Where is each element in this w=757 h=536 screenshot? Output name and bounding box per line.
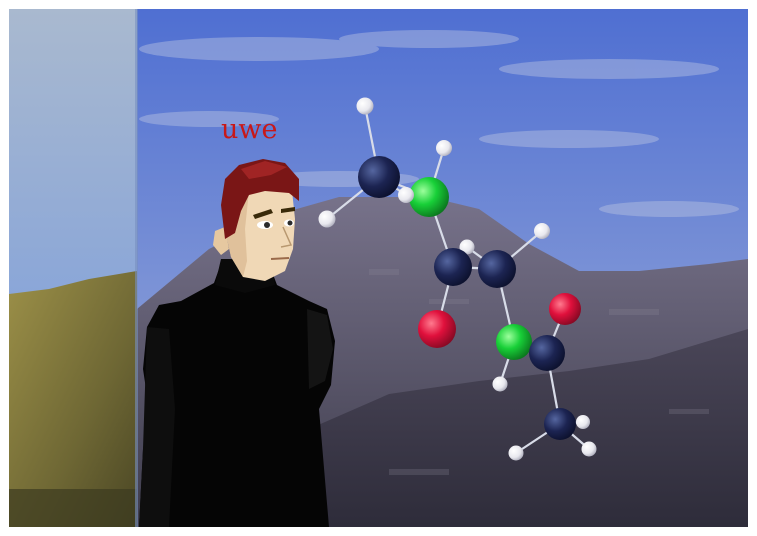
- avatar-name-tag: uwe: [221, 114, 278, 145]
- wall-edge: [135, 9, 138, 527]
- wall-bottom-shadow: [9, 489, 137, 527]
- hydrogen-atom[interactable]: [356, 97, 374, 115]
- carbon-atom[interactable]: [358, 156, 400, 198]
- avatar-mouth: [270, 257, 290, 260]
- avatar-hair: [221, 159, 299, 239]
- avatar-eyebrow: [253, 209, 273, 219]
- wall-ground: [9, 271, 137, 527]
- oxygen-atom[interactable]: [549, 293, 581, 325]
- carbon-atom[interactable]: [434, 248, 472, 286]
- molecule[interactable]: [318, 97, 597, 461]
- avatar-pupil: [264, 222, 270, 228]
- hydrogen-atom[interactable]: [508, 445, 524, 461]
- wall-top: [9, 9, 137, 299]
- viewport[interactable]: uwe: [9, 9, 748, 527]
- avatar-eyebrow: [281, 207, 295, 213]
- carbon-atom[interactable]: [529, 335, 565, 371]
- hydrogen-atom[interactable]: [534, 223, 550, 239]
- hydrogen-atom[interactable]: [492, 376, 508, 392]
- hydrogen-atom[interactable]: [459, 239, 475, 255]
- carbon-atom[interactable]: [478, 250, 516, 288]
- hydrogen-atom[interactable]: [581, 441, 597, 457]
- avatar-pupil: [287, 220, 293, 226]
- avatar-sleeve-left: [139, 327, 175, 527]
- avatar-hair-highlight: [241, 161, 287, 179]
- avatar[interactable]: [139, 159, 335, 527]
- hill-front: [309, 329, 748, 527]
- carbon-atom[interactable]: [544, 408, 576, 440]
- hydrogen-atom[interactable]: [436, 140, 452, 156]
- 3d-scene[interactable]: [9, 9, 748, 527]
- nitrogen-atom[interactable]: [409, 177, 449, 217]
- avatar-body[interactable]: [139, 269, 335, 527]
- avatar-nose: [280, 226, 293, 248]
- hydrogen-atom[interactable]: [576, 415, 590, 429]
- nitrogen-atom[interactable]: [496, 324, 532, 360]
- oxygen-atom[interactable]: [418, 310, 456, 348]
- avatar-arm-shading: [307, 309, 333, 389]
- hydrogen-atom[interactable]: [318, 210, 336, 228]
- hydrogen-atom[interactable]: [398, 187, 414, 203]
- hill-texture: [369, 269, 709, 475]
